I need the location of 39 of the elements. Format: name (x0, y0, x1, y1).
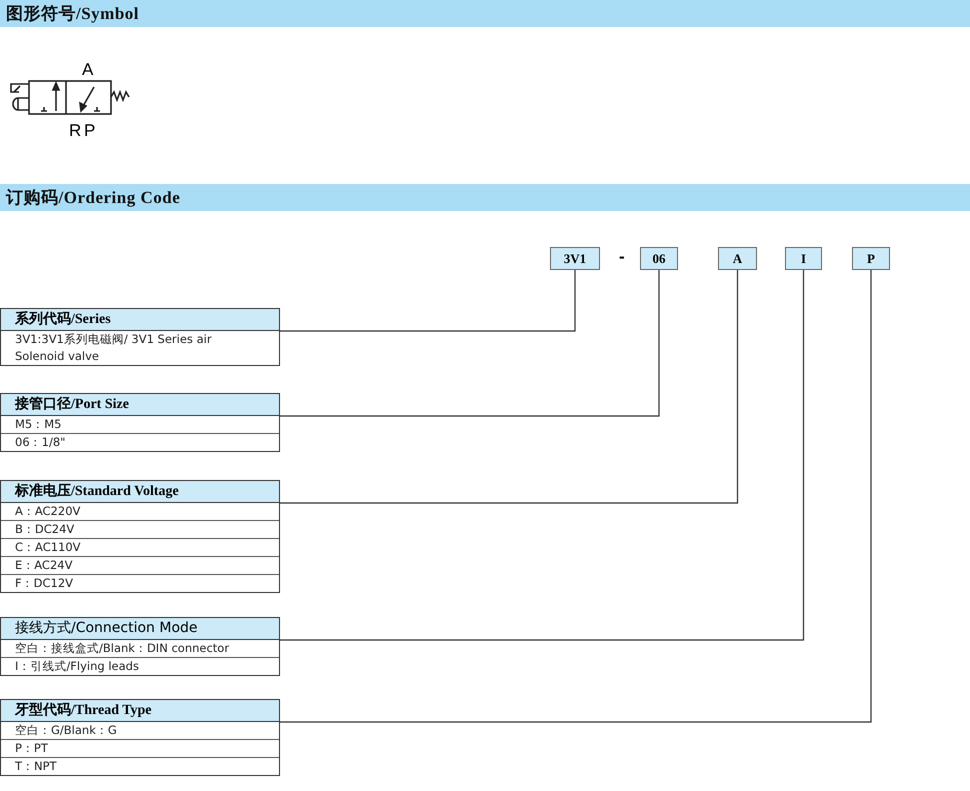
table-row: B：DC24V (1, 521, 279, 539)
option-table (0, 308, 280, 366)
option-table (0, 480, 280, 593)
table-heading: 接线方式/Connection Mode (1, 618, 279, 640)
table-row: M5：M5 (1, 416, 279, 434)
table-row: A：AC220V (1, 503, 279, 521)
separator-dash: - (619, 248, 625, 266)
table-row-text: T：NPT (14, 758, 58, 775)
connector-line (280, 270, 660, 417)
section-heading: 图形符号/Symbol (0, 0, 970, 27)
table-row: P：PT (1, 740, 279, 758)
port-label: R (69, 122, 82, 140)
code-box: A (718, 247, 757, 270)
table-row-text: 06：1/8" (14, 434, 66, 451)
table-row: E：AC24V (1, 557, 279, 575)
option-table (0, 393, 280, 452)
connector-line (280, 270, 804, 641)
code-box: I (785, 247, 822, 270)
section-heading: 订购码/Ordering Code (0, 184, 970, 211)
table-row: 空白：G/Blank：G (1, 722, 279, 740)
connector-line (280, 270, 872, 723)
port-label: P (84, 122, 96, 140)
table-heading: 牙型代码/Thread Type (1, 700, 279, 722)
code-box: P (852, 247, 890, 270)
option-table (0, 617, 280, 676)
code-box: 06 (640, 247, 678, 270)
table-heading: 标准电压/Standard Voltage (1, 481, 279, 503)
table-row: 空白：接线盒式/Blank：DIN connector (1, 640, 279, 658)
table-row: C：AC110V (1, 539, 279, 557)
code-box: 3V1 (550, 247, 600, 270)
table-row-text: I：引线式/Flying leads (14, 658, 140, 675)
table-row-text: 3V1:3V1系列电磁阀/ 3V1 Series air Solenoid valve (14, 331, 213, 365)
table-heading: 接管口径/Port Size (1, 394, 279, 416)
connector-line (280, 270, 576, 332)
table-heading: 系列代码/Series (1, 309, 279, 331)
option-table (0, 699, 280, 776)
table-row-text: F：DC12V (14, 575, 74, 592)
connector-line (280, 270, 738, 504)
port-label: A (82, 61, 94, 79)
